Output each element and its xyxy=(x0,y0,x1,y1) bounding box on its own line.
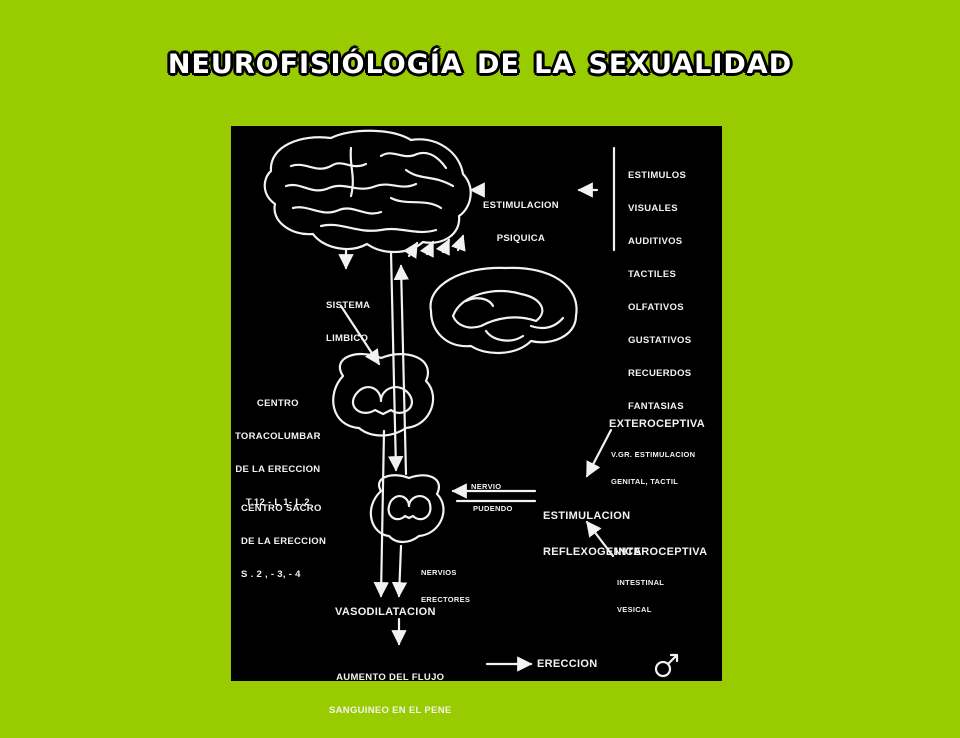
pudendal-label: PUDENDO xyxy=(473,504,513,513)
brain-sagittal-icon xyxy=(429,266,578,355)
blood-flow-label: AUMENTO DEL FLUJO SANGUINEO EN EL PENE xyxy=(329,672,452,716)
diagram-artwork xyxy=(263,129,679,678)
slide-title: Neurofisiólogía de la Sexualidad xyxy=(167,38,793,82)
arrow-up-1 xyxy=(403,241,419,259)
exteroceptive-label: EXTEROCEPTIVA xyxy=(609,418,705,430)
arrow-sacral-to-brain xyxy=(393,264,410,476)
arrow-sacral-down xyxy=(391,544,408,598)
arrow-up-4 xyxy=(451,234,466,252)
stimuli-list: ESTIMULOS VISUALES AUDITIVOS TACTILES OL… xyxy=(628,170,692,412)
arrow-up-3 xyxy=(435,238,451,256)
erection-label: ERECCION xyxy=(537,658,598,670)
interoceptive-label: INTEROCEPTIVA xyxy=(615,546,708,558)
neurophysiology-diagram: ESTIMULOS VISUALES AUDITIVOS TACTILES OL… xyxy=(231,126,722,716)
brain-lateral-icon xyxy=(263,129,472,253)
erector-nerves-label: NERVIOS ERECTORES xyxy=(421,568,471,604)
arrow-up-2 xyxy=(419,240,435,258)
exteroceptive-detail: V.GR. ESTIMULACION GENITAL, TACTIL xyxy=(611,450,696,486)
nerve-label: NERVIO xyxy=(471,482,502,491)
interoceptive-detail: INTESTINAL VESICAL xyxy=(617,578,665,614)
arrow-exteroceptive xyxy=(585,428,613,478)
psychic-stimulation-label: ESTIMULACION PSIQUICA xyxy=(483,200,559,244)
thoracolumbar-cord-icon xyxy=(332,353,435,437)
vasodilation-label: VASODILATACION xyxy=(335,606,436,618)
male-symbol-icon xyxy=(654,653,679,678)
sacral-center-label: CENTRO SACRO DE LA ERECCION S . 2 , - 3,… xyxy=(241,503,327,580)
reflexogenic-stimulation-label: ESTIMULACION REFLEXOGENICA xyxy=(543,510,642,558)
limbic-system-label: SISTEMA LIMBICO xyxy=(326,300,371,344)
arrow-interoceptive xyxy=(585,520,615,558)
arrow-brain-to-sacral xyxy=(387,250,404,472)
arrow-thoracolumbar-down xyxy=(373,429,389,598)
arrow-limbic-to-thoracolumbar xyxy=(339,304,381,366)
thoracolumbar-center-label: CENTRO TORACOLUMBAR DE LA ERECCION T.12 … xyxy=(235,398,321,508)
